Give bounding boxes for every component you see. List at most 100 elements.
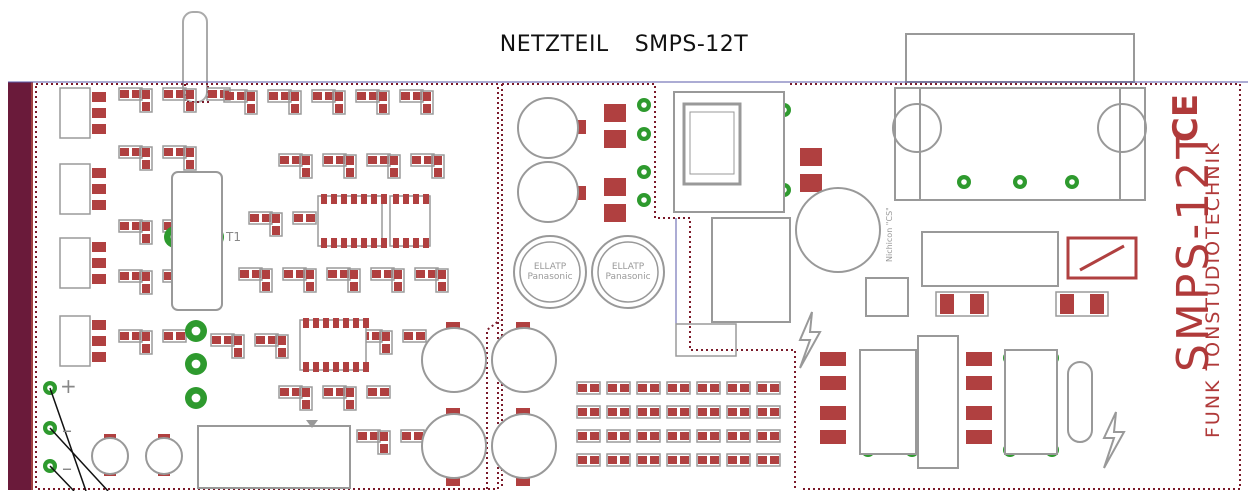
smd-pad [380,156,389,164]
smd-pad [262,214,271,222]
smd-pad [380,432,388,441]
smd-outline [162,329,187,343]
smd-pad [324,388,333,396]
smd-pad [620,384,629,392]
smd-pad [296,270,305,278]
regulator-package [59,315,91,367]
smd-pad [292,156,301,164]
smd-pad [346,400,354,409]
smd-pad [186,102,194,111]
smd-pad [680,384,689,392]
smd-pad [698,384,707,392]
cap2-label-line1: ELLATP [611,262,645,272]
smd-pad [142,102,150,111]
smd-pad [638,456,647,464]
ic-pin [393,238,399,248]
smd-outline [666,381,691,395]
smd-pad [698,432,707,440]
smd-pad [390,156,398,165]
ic-pin [361,194,367,204]
ic-pin [393,194,399,204]
smd-pad [132,148,141,156]
fuse-holder [1066,236,1138,280]
smd-pad [770,384,779,392]
ic-pin [423,194,429,204]
regulator-pad [92,336,106,346]
smd-outline [696,429,721,443]
terminal-label-plus: + [60,374,77,398]
smd-pad [620,408,629,416]
smd-pad [358,432,367,440]
ic-pin [371,194,377,204]
smd-pad [132,90,141,98]
panasonic-cap-2 [591,235,665,309]
diode-pad [604,204,626,222]
smd-pad [186,90,194,99]
diode-pad [604,130,626,148]
smd-pad [423,92,431,101]
ic-pin [353,362,359,372]
smd-pad [164,222,173,230]
smd-pad [740,384,749,392]
via-hole [191,326,201,336]
smd-pad [346,156,354,165]
smd-pad [394,282,402,291]
smd-pad [120,332,129,340]
smd-outline [756,381,781,395]
smd-pad [291,104,299,113]
smd-pad [368,388,377,396]
power-pad [1060,294,1074,314]
smd-pad [372,332,381,340]
smd-pad [350,282,358,291]
smd-pad [668,432,677,440]
power-socket-body [894,87,1146,201]
smd-pad [382,344,390,353]
ic-pin [351,194,357,204]
smd-pad [380,388,389,396]
smd-outline [666,405,691,419]
ic-pin [363,362,369,372]
smd-pad [578,456,587,464]
smd-pad [164,148,173,156]
smd-outline [231,334,245,359]
smd-pad [416,332,425,340]
smd-pad [225,92,234,100]
smd-outline [299,386,313,411]
smd-pad [434,168,442,177]
smd-outline [139,88,153,113]
smd-outline [756,429,781,443]
smd-pad [372,270,381,278]
smd-pad [770,456,779,464]
smd-outline [420,90,434,115]
smd-outline [576,453,601,467]
smd-outline [726,453,751,467]
ic-pin [303,362,309,372]
smd-pad [294,214,303,222]
smd-outline [636,453,661,467]
smd-pad [578,384,587,392]
smd-pad [142,90,150,99]
smd-pad [340,270,349,278]
zone-right [790,83,1241,490]
smd-pad [280,388,289,396]
smd-outline [139,220,153,245]
smd-pad [335,92,343,101]
smd-pad [590,408,599,416]
terminal-label-minus-1: – [62,418,72,442]
power-pad [966,352,992,366]
smd-outline [696,453,721,467]
smd-pad [728,408,737,416]
smd-pad [346,388,354,397]
regulator-pad [92,108,106,118]
smd-outline [726,405,751,419]
smd-outline [636,381,661,395]
terminal-label-minus-2: – [62,456,72,480]
ic-pin [341,194,347,204]
elcap-top-2 [517,161,579,223]
smd-outline [377,430,391,455]
nichicon-label: Nichicon "CS" [885,207,894,262]
smd-outline [269,212,283,237]
smd-outline [343,154,357,179]
ic-pin [313,318,319,328]
